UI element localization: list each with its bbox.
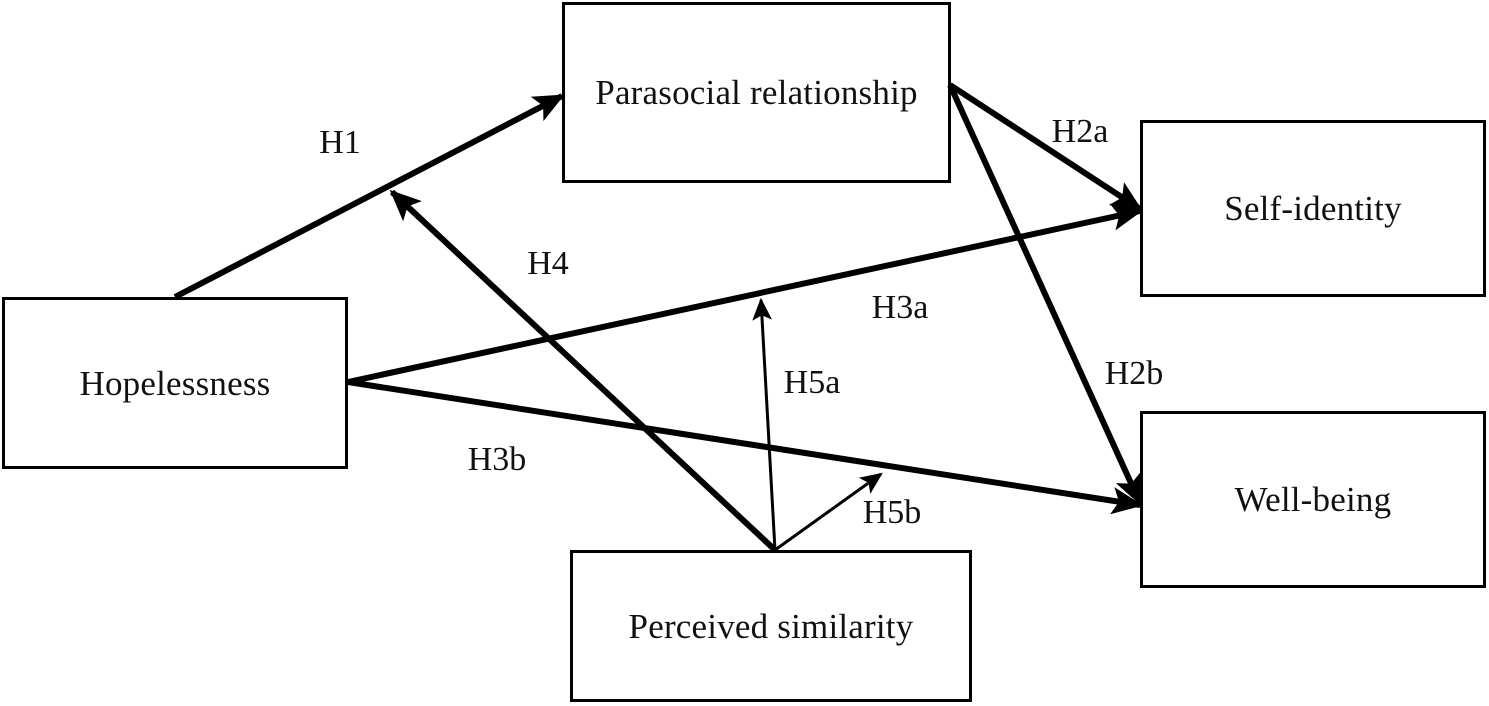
edge-label-h3b: H3b (467, 441, 527, 478)
edge-h5a (752, 297, 777, 551)
edge-label-h5b: H5b (862, 494, 922, 531)
node-hopelessness[interactable]: Hopelessness (2, 297, 348, 469)
edge-label-h1: H1 (319, 124, 361, 161)
edge-label-h3a: H3a (871, 289, 929, 326)
edge-h3b (347, 379, 1144, 515)
node-label-perceived-similarity: Perceived similarity (628, 606, 914, 646)
edge-h2a (948, 82, 1143, 212)
edge-label-h2a: H2a (1051, 113, 1109, 150)
node-self-identity[interactable]: Self-identity (1140, 120, 1486, 297)
edge-h5b (774, 472, 883, 552)
edge-label-h2b: H2b (1104, 355, 1164, 392)
edge-h1 (173, 93, 565, 300)
node-well-being[interactable]: Well-being (1140, 411, 1486, 588)
node-label-hopelessness: Hopelessness (79, 363, 271, 403)
node-label-parasocial-relationship: Parasocial relationship (595, 73, 918, 112)
node-perceived-similarity[interactable]: Perceived similarity (570, 550, 972, 702)
edge-h4 (389, 189, 778, 553)
node-label-well-being: Well-being (1234, 480, 1392, 519)
node-label-self-identity: Self-identity (1224, 189, 1402, 228)
edge-label-h4: H4 (527, 245, 569, 282)
node-parasocial-relationship[interactable]: Parasocial relationship (562, 2, 951, 183)
edge-label-h5a: H5a (783, 364, 841, 401)
edge-h2b (947, 83, 1143, 506)
edge-h3a (347, 203, 1144, 385)
